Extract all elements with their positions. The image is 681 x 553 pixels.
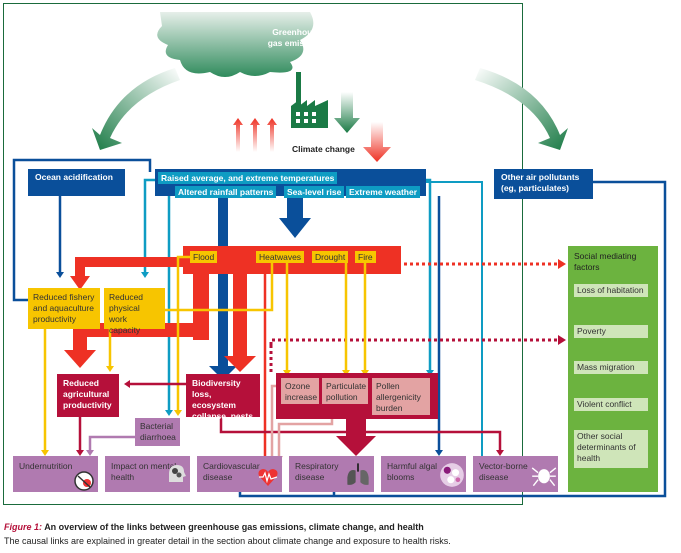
particulate-pollution-box: Particulate pollution — [322, 378, 368, 404]
drought-label: Drought — [312, 251, 349, 263]
curved-arrow-right — [475, 68, 568, 150]
cloud-label-line1: Greenhouse — [272, 27, 322, 37]
figure-label: Figure 1: — [4, 522, 43, 532]
green-down-arrow — [334, 92, 360, 133]
heart-pulse-icon — [258, 469, 278, 486]
other-air-pollutants-line2: (eg, particulates) — [501, 183, 570, 193]
emissions-cloud — [157, 12, 314, 77]
outcome-mental-health: Impact on mental health — [105, 456, 190, 492]
red-down-arrow — [363, 122, 391, 162]
other-air-pollutants-box: Other air pollutants (eg, particulates) — [494, 169, 593, 199]
outcome-undernutrition: Undernutrition — [13, 456, 98, 492]
figure-title: An overview of the links between greenho… — [44, 522, 424, 532]
head-gears-icon — [169, 465, 186, 482]
algae-icon — [440, 463, 464, 487]
figure-caption-title: Figure 1: An overview of the links betwe… — [4, 522, 424, 532]
outcome-label: Impact on mental health — [111, 461, 177, 482]
ocean-acidification-box: Ocean acidification — [28, 169, 125, 196]
flood-label: Flood — [190, 251, 218, 263]
bacterial-diarrhoea-box: Bacterial diarrhoea — [135, 418, 180, 446]
heat-up-arrows — [233, 118, 277, 152]
raised-temperatures-label: Raised average, and extreme temperatures — [158, 172, 338, 184]
social-item-poverty: Poverty — [574, 325, 648, 338]
outcome-cardiovascular: Cardiovascular disease — [197, 456, 282, 492]
social-item-loss-of-habitation: Loss of habitation — [574, 284, 648, 297]
factory-icon — [291, 72, 328, 128]
biodiversity-box: Biodiversity loss, ecosystem collapse, p… — [186, 374, 260, 421]
sea-level-rise-label: Sea-level rise — [284, 186, 345, 198]
reduced-work-box: Reduced physical work capacity — [104, 288, 165, 335]
social-item-mass-migration: Mass migration — [574, 361, 648, 374]
outcome-label: Cardiovascular disease — [203, 461, 260, 482]
outcome-label: Respiratory disease — [295, 461, 339, 482]
lungs-icon — [347, 463, 369, 485]
outcome-respiratory: Respiratory disease — [289, 456, 374, 492]
cloud-label-line2: gas emissions — [267, 38, 327, 48]
outcome-vector-borne: Vector-borne disease — [473, 456, 558, 492]
curved-arrow-left — [92, 68, 180, 150]
outcome-label: Undernutrition — [19, 461, 73, 471]
reduced-fishery-box: Reduced fishery and aquaculture producti… — [28, 288, 100, 329]
social-item-other-determinants: Other social determinants of health — [574, 430, 648, 468]
other-air-pollutants-line1: Other air pollutants — [501, 172, 580, 182]
outcome-algal-blooms: Harmful algal blooms — [381, 456, 466, 492]
extreme-weather-label: Extreme weather — [346, 186, 421, 198]
no-food-icon — [74, 471, 94, 491]
social-mediating-factors-panel: Social mediating factors Loss of habitat… — [568, 246, 658, 492]
climate-change-label: Climate change — [292, 144, 355, 154]
outcome-label: Harmful algal blooms — [387, 461, 438, 482]
tick-icon — [531, 467, 557, 487]
pollen-allergenicity-box: Pollen allergenicity burden — [372, 378, 430, 415]
figure-caption-subtitle: The causal links are explained in greate… — [4, 536, 451, 546]
reduced-agricultural-box: Reduced agricultural productivity — [57, 374, 119, 417]
greenhouse-gas-label: Greenhouse gas emissions — [262, 27, 332, 49]
fire-label: Fire — [355, 251, 376, 263]
altered-rainfall-label: Altered rainfall patterns — [175, 186, 277, 198]
social-title: Social mediating factors — [574, 251, 637, 272]
heatwaves-label: Heatwaves — [256, 251, 305, 263]
figure-frame — [3, 3, 523, 505]
ozone-increase-box: Ozone increase — [281, 378, 319, 404]
social-item-violent-conflict: Violent conflict — [574, 398, 648, 411]
outcome-label: Vector-borne disease — [479, 461, 528, 482]
